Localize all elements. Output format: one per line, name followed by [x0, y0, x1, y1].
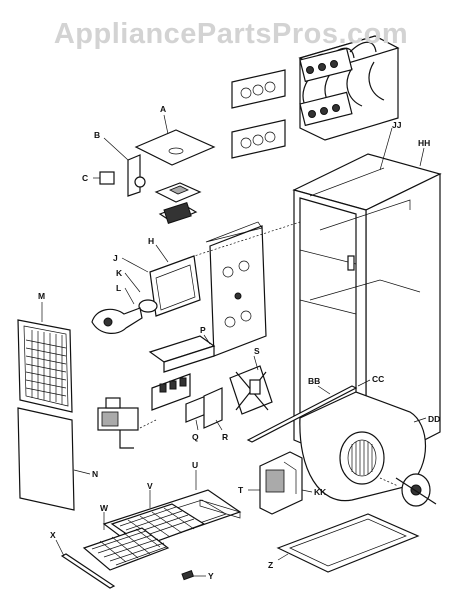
label-r: R: [222, 432, 228, 442]
label-cc: CC: [372, 374, 384, 384]
vestibule-panel: [187, 221, 301, 357]
label-bb: BB: [308, 376, 320, 386]
label-b: B: [94, 130, 100, 140]
part-t-transformer: T KK: [238, 451, 327, 515]
label-j: J: [113, 253, 118, 263]
part-a-top-panel: A: [134, 104, 216, 166]
part-q-bracket: Q: [185, 395, 207, 442]
gas-valve: [97, 397, 157, 449]
watermark-text: AppliancePartsPros.com: [53, 18, 409, 50]
part-p-bracket: P: [148, 325, 216, 373]
label-dd: DD: [428, 414, 440, 424]
label-h: H: [148, 236, 154, 246]
part-c-switch: C: [82, 171, 115, 185]
part-m-upper-door: M: [17, 291, 73, 413]
label-n: N: [92, 469, 98, 479]
label-m: M: [38, 291, 45, 301]
part-r-bracket: R: [203, 387, 228, 442]
part-z-bottom-plate: Z: [268, 513, 420, 573]
gasket-plate-lower: [231, 119, 286, 159]
inducer-assembly: [154, 182, 202, 224]
gasket-plate-upper: [231, 69, 286, 109]
blower-housing: CC DD: [299, 374, 440, 502]
label-x: X: [50, 530, 56, 540]
label-y: Y: [208, 571, 214, 581]
part-b-bracket: B: [94, 130, 146, 197]
label-p: P: [200, 325, 206, 335]
label-z: Z: [268, 560, 273, 570]
label-q: Q: [192, 432, 199, 442]
label-l: L: [116, 283, 121, 293]
part-w-filter: W: [82, 503, 170, 571]
label-hh: HH: [418, 138, 430, 148]
label-kk: KK: [314, 487, 327, 497]
part-n-lower-door: N: [17, 407, 98, 511]
part-y-clip: Y: [181, 569, 214, 581]
blower-motor: [379, 473, 437, 507]
label-w: W: [100, 503, 109, 513]
gas-manifold: [91, 299, 158, 334]
part-x-rod: X: [50, 530, 116, 589]
label-jj: JJ: [392, 120, 402, 130]
heat-exchanger: [298, 35, 400, 141]
part-s-switch: S: [229, 346, 273, 415]
label-k: K: [116, 268, 123, 278]
label-a: A: [160, 104, 166, 114]
label-t: T: [238, 485, 244, 495]
label-s: S: [254, 346, 260, 356]
label-v: V: [147, 481, 153, 491]
control-board: [151, 373, 191, 411]
label-c: C: [82, 173, 88, 183]
label-u: U: [192, 460, 198, 470]
part-bb-rail: BB: [246, 376, 358, 443]
